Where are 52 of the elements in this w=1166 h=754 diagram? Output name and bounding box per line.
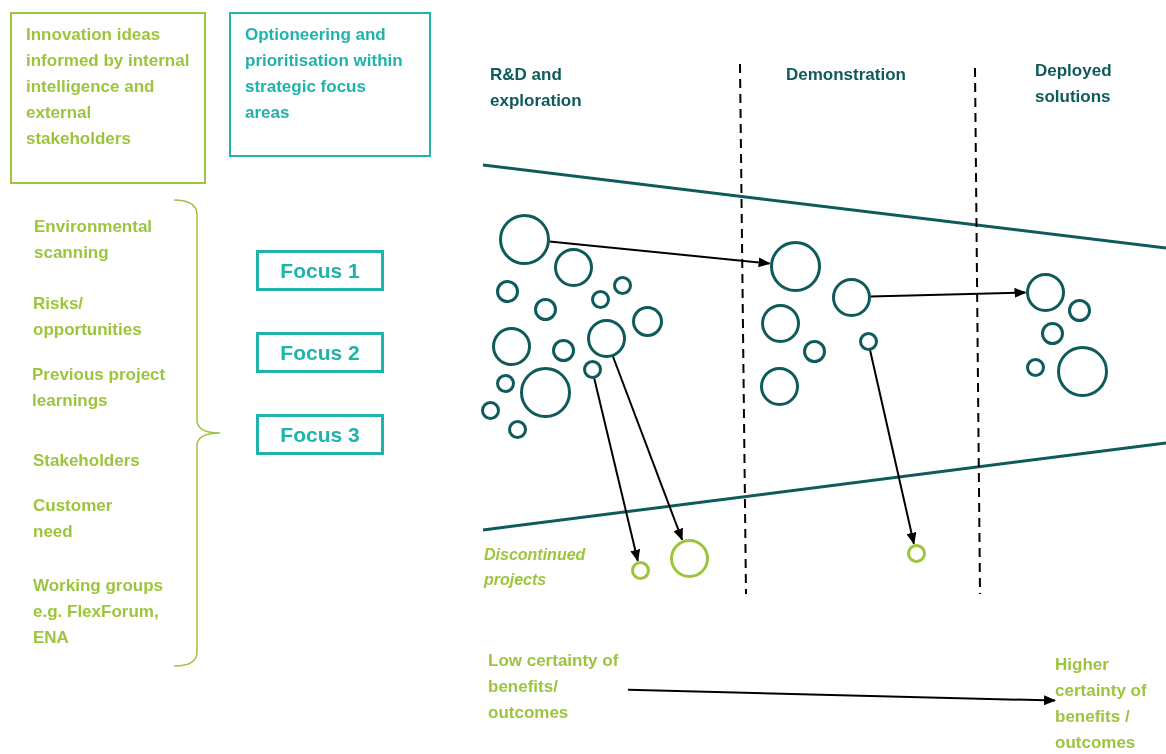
circle bbox=[1025, 357, 1045, 377]
circle bbox=[1040, 321, 1064, 345]
input-source-text: Working groups e.g. FlexForum, ENA bbox=[33, 575, 164, 649]
input-source-text: Customer need bbox=[33, 495, 114, 543]
circle bbox=[495, 373, 515, 393]
circle bbox=[906, 543, 926, 563]
circle bbox=[507, 419, 527, 439]
stage-heading: Deployed solutions bbox=[1035, 60, 1113, 108]
circle bbox=[631, 305, 663, 337]
circle bbox=[858, 331, 878, 351]
focus-box: Focus 1 bbox=[256, 250, 384, 291]
note-text: Discontinued projects bbox=[484, 545, 587, 590]
circle bbox=[551, 338, 575, 362]
circle bbox=[495, 279, 519, 303]
circle bbox=[612, 275, 632, 295]
circle bbox=[1025, 272, 1065, 312]
circle bbox=[831, 277, 871, 317]
circle bbox=[759, 366, 799, 406]
circle bbox=[553, 247, 593, 287]
circle bbox=[519, 366, 571, 418]
circle bbox=[760, 303, 800, 343]
circle bbox=[769, 240, 821, 292]
circle bbox=[802, 339, 826, 363]
stage-heading: Demonstration bbox=[786, 64, 907, 86]
circle bbox=[1056, 345, 1108, 397]
certainty-text: Higher certainty of benefits / outcomes bbox=[1055, 652, 1166, 752]
focus-box: Focus 2 bbox=[256, 332, 384, 373]
input-source-text: Previous project learnings bbox=[32, 364, 167, 412]
certainty-text: Low certainty of benefits/ outcomes bbox=[488, 648, 628, 728]
circle bbox=[630, 560, 650, 580]
arrow bbox=[611, 355, 684, 541]
circle bbox=[491, 326, 531, 366]
arrow bbox=[548, 240, 771, 268]
arrow bbox=[869, 287, 1027, 298]
input-source-text: Risks/ opportunities bbox=[33, 293, 143, 341]
text-box: Innovation ideas informed by internal intelligence and external stakeholders bbox=[10, 12, 206, 184]
focus-box: Focus 3 bbox=[256, 414, 384, 455]
circle bbox=[582, 359, 602, 379]
input-source-text: Stakeholders bbox=[33, 450, 141, 472]
circle bbox=[480, 400, 500, 420]
circle bbox=[498, 213, 550, 265]
circle bbox=[590, 289, 610, 309]
arrow bbox=[627, 688, 1056, 706]
arrow bbox=[593, 377, 641, 562]
input-source-text: Environmental scanning bbox=[34, 216, 154, 264]
circle bbox=[669, 538, 709, 578]
circle bbox=[1067, 298, 1091, 322]
stage-heading: R&D and exploration bbox=[490, 64, 583, 112]
circle bbox=[586, 318, 626, 358]
circle bbox=[533, 297, 557, 321]
arrow bbox=[869, 349, 917, 545]
text-box: Optioneering and prioritisation within strategic focus areas bbox=[229, 12, 431, 157]
